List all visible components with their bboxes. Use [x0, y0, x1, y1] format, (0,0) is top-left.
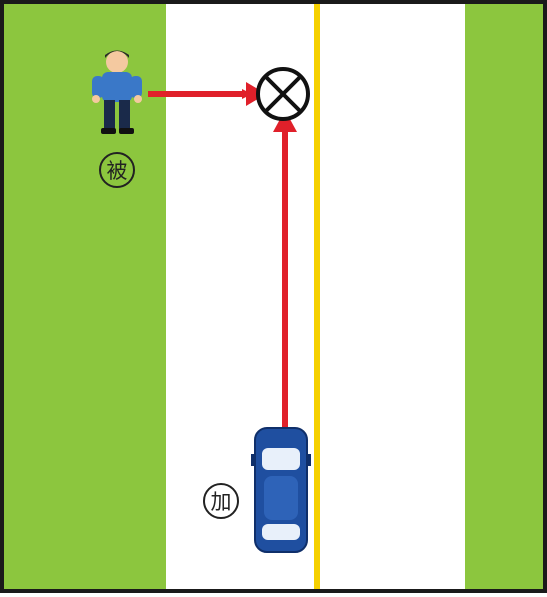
victim-label: 被	[99, 152, 135, 188]
center-line	[314, 4, 320, 589]
car-icon	[251, 428, 311, 552]
driver-label-text: 加	[211, 486, 232, 516]
right-grass-area	[465, 4, 543, 589]
victim-label-text: 被	[107, 155, 128, 185]
circled-x-icon	[258, 69, 308, 119]
driver-label: 加	[203, 483, 239, 519]
